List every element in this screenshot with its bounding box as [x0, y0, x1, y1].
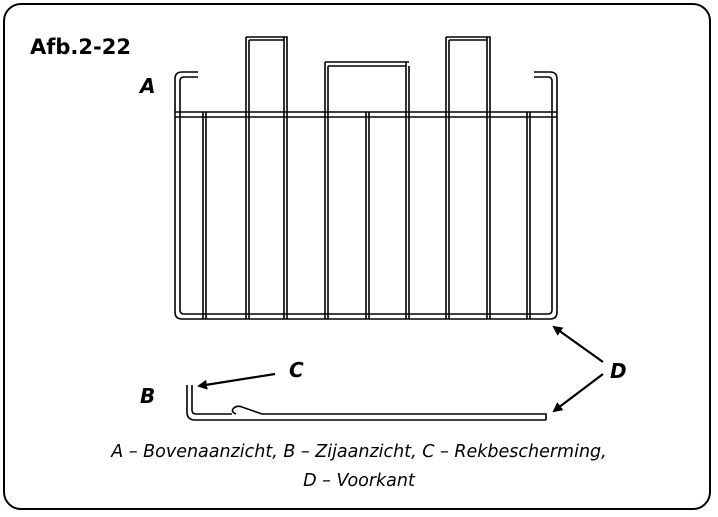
arrow-d-bottom	[552, 373, 604, 413]
callout-arrows	[197, 325, 604, 413]
label-d: D	[610, 359, 627, 383]
arrow-d-top	[552, 325, 604, 363]
caption-line-2: D – Voorkant	[303, 471, 415, 491]
figure-title: Afb.2-22	[30, 35, 131, 59]
rack-top-view	[174, 36, 558, 320]
label-a: A	[140, 74, 156, 98]
arrow-c	[197, 372, 276, 390]
figure-frame	[3, 3, 711, 510]
caption-line-1: A – Bovenaanzicht, B – Zijaanzicht, C – …	[111, 442, 607, 462]
label-b: B	[140, 384, 156, 408]
label-c: C	[289, 358, 304, 382]
rack-side-view	[186, 385, 547, 421]
